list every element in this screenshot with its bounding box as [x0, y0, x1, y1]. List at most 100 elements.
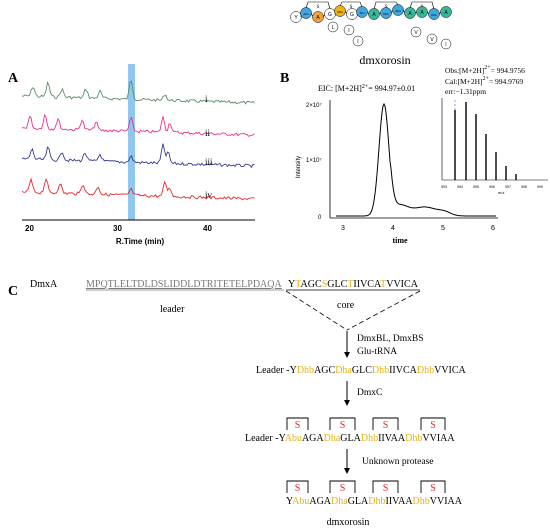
structure-sulfur: S: [350, 5, 353, 10]
thioether-bridge: [372, 480, 399, 493]
eic-label: EIC: [M+2H]2+= 994.97±0.01: [318, 84, 415, 93]
sulfur-label: S: [295, 420, 301, 431]
residue-label: Dha: [337, 10, 343, 14]
residue-label: Abu: [359, 11, 365, 15]
sulfur-label: S: [383, 483, 389, 494]
core-sequence: YTAGCSGLCTIIVCATVVICA: [288, 279, 419, 290]
inset-tick: 998: [521, 185, 527, 189]
step3-protease: Unknown protease: [362, 457, 434, 467]
panel-a-traces: [21, 80, 255, 201]
inset-tick: 993: [441, 185, 447, 189]
trace-label-iv: iv: [205, 190, 213, 200]
inset-xlabel: m/z: [498, 190, 504, 195]
panel-a-xlabel: R.Time (min): [116, 237, 165, 246]
residue-label: I: [348, 28, 349, 34]
highlight-band: [128, 64, 135, 220]
thioether-bridge: [329, 480, 356, 493]
residue-label: A: [444, 10, 448, 16]
panel-b-xtick-6: 6: [491, 225, 495, 232]
step1-trna: Glu-tRNA: [357, 347, 397, 357]
panel-b-label: B: [280, 71, 289, 86]
step1-enzymes: DmxBL, DmxBS: [357, 334, 424, 344]
structure-bridge: [373, 1, 399, 10]
residue-circle: [343, 24, 355, 36]
residue-label: G: [328, 12, 332, 18]
leader-label: leader: [160, 304, 185, 315]
residue-circle: [300, 7, 312, 19]
residue-label: A: [408, 11, 412, 17]
panel-b-xtick-4: 4: [391, 225, 395, 232]
residue-circle: [327, 21, 339, 33]
trace-label-i: i: [205, 94, 208, 104]
final-product-label: dmxorosin: [327, 517, 370, 528]
panel-a-tick-40: 40: [203, 224, 212, 233]
panel-c-label: C: [8, 284, 18, 299]
structure-title: dmxorosin: [359, 53, 410, 67]
panel-b-ytick-1e7: 1×10⁷: [306, 157, 322, 164]
leader-sequence: MPQTLELTDLDSLIDDLDTRITETELPDAQA: [86, 279, 283, 290]
step2-enzyme: DmxC: [357, 388, 382, 398]
final-product-sequence: YAbuAGADhaGLADhbIIVAADhbVVIAA: [286, 496, 463, 507]
inset-tick: 999: [537, 185, 543, 189]
residue-circle: [352, 35, 364, 47]
eic-chromatogram: [336, 102, 496, 217]
thioether-bridge: [420, 417, 446, 430]
sulfur-label: S: [340, 420, 346, 431]
structure-bridge: [305, 1, 331, 10]
residue-label: V: [430, 37, 434, 43]
residue-label: Abu: [395, 9, 401, 13]
intermediate-cyclized: Leader -YAbuAGADhaGLADhbIIVAADhbVVIAA: [245, 433, 455, 444]
structure-bridge: [339, 1, 363, 8]
thioether-bridge: [420, 480, 446, 493]
structure-bridge: [409, 1, 435, 10]
residue-circle: [356, 6, 368, 18]
arrow-3-head: [344, 468, 350, 474]
panel-a-label: A: [8, 71, 19, 86]
inset-isotope-peaks: [454, 102, 517, 180]
panel-b-ytick-2e7: 2×10⁷: [306, 102, 322, 109]
sulfur-label: S: [383, 420, 389, 431]
trace-label-ii: ii: [205, 128, 211, 138]
core-label: core: [337, 300, 355, 311]
mass-error: err:−1.31ppm: [445, 87, 486, 96]
residue-circle: [290, 11, 302, 23]
chromatogram-trace: [21, 80, 255, 105]
sulfur-label: S: [430, 420, 436, 431]
chromatogram-trace: [21, 113, 255, 137]
inset-tick: 995: [473, 185, 479, 189]
panel-a-tick-30: 30: [113, 224, 122, 233]
residue-label: A: [316, 15, 320, 21]
residue-label: Abu: [303, 12, 309, 16]
structure-sulfur: S: [317, 5, 320, 10]
residue-label: L: [332, 25, 335, 31]
thioether-bridge: [286, 480, 309, 493]
residue-label: G: [350, 12, 354, 18]
trace-label-iii: iii: [205, 157, 213, 167]
thioether-bridge: [329, 417, 356, 430]
residue-circle: [392, 4, 404, 16]
core-bracket-left: [285, 290, 348, 331]
residue-label: A: [372, 12, 376, 18]
residue-circle: [312, 11, 324, 23]
panel-b-xtick-3: 3: [341, 225, 345, 232]
sulfur-label: S: [430, 483, 436, 494]
dmxorosin-structure: SSSSYAbuAGDhaGAbuADhbAbuAADhbALIIVVI: [290, 1, 452, 50]
thioether-bridge: [286, 417, 309, 430]
inset-tick: 996: [489, 185, 495, 189]
panel-b-xtick-5: 5: [441, 225, 445, 232]
intermediate-dehydrated: Leader -YDhbAGCDhaGLCDhbIIVCADhbVVICA: [256, 365, 467, 376]
panel-b-ylabel: Intensity: [296, 156, 302, 178]
cal-mass: Cal:[M+2H]2+= 994.9769: [445, 76, 523, 86]
residue-circle: [426, 33, 438, 45]
residue-label: Dhb: [383, 12, 389, 16]
residue-circle: [428, 8, 440, 20]
residue-circle: [410, 26, 422, 38]
residue-circle: [440, 6, 452, 18]
sulfur-label: S: [340, 483, 346, 494]
residue-circle: [440, 38, 452, 50]
panel-b-ytick-0: 0: [318, 215, 322, 221]
